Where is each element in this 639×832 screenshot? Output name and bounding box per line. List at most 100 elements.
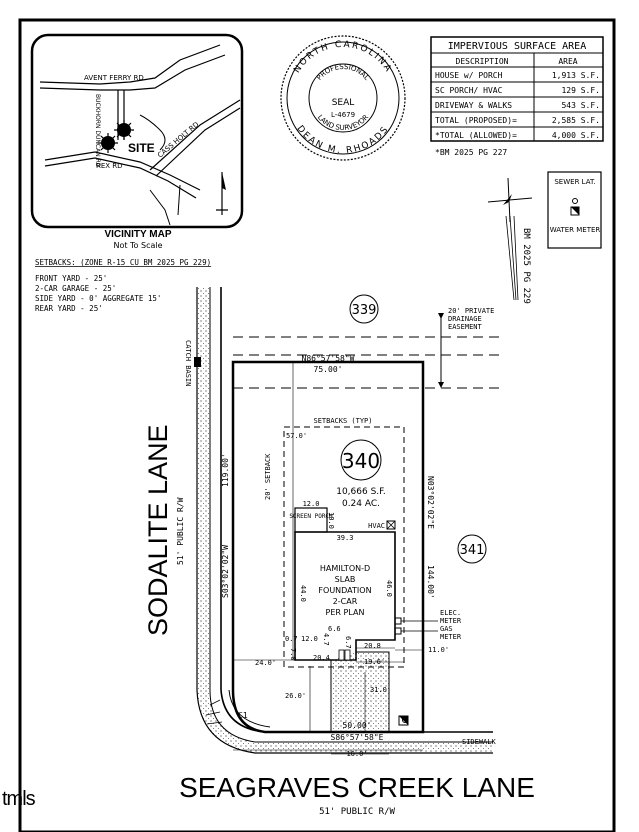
- lot-340-number: 340: [342, 449, 380, 473]
- setbacks-note: SETBACKS: (ZONE R-15 CU BM 2025 PG 229) …: [35, 258, 211, 313]
- curve-label: C1: [238, 711, 248, 720]
- dim-20-8: 20.8: [364, 642, 381, 650]
- lot-341-number: 341: [460, 543, 485, 558]
- bearing-west: S03°02'02"W: [221, 545, 230, 598]
- house-line: HAMILTON-D: [320, 564, 370, 573]
- porch-label: SCREEN PORCH: [289, 513, 333, 520]
- setback-item: SIDE YARD - 0' AGGREGATE 15': [35, 294, 161, 303]
- utility-label: GAS: [440, 625, 453, 633]
- street-sodalite: SODALITE LANE: [143, 424, 173, 636]
- easement-label: EASEMENT: [448, 323, 483, 331]
- utility-label: METER: [440, 617, 462, 625]
- sidewalk-label: SIDEWALK: [462, 738, 497, 746]
- lot-339-circle: [349, 294, 379, 324]
- watermark-logo: tmls: [2, 788, 36, 810]
- table-cell: TOTAL (PROPOSED)=: [435, 116, 517, 125]
- sodalite-rw: 51' PUBLIC R/W: [176, 497, 185, 565]
- dim-4-7: 4.7: [322, 633, 330, 646]
- impervious-table: IMPERVIOUS SURFACE AREA DESCRIPTION AREA…: [430, 36, 604, 157]
- screen-porch: [294, 507, 328, 533]
- utility-legend: SEWER LAT. WATER METER: [547, 171, 602, 249]
- sheet-border: [18, 18, 616, 832]
- setback-item: REAR YARD - 25': [35, 304, 103, 313]
- hvac-icon: [386, 520, 396, 530]
- dim-porch-w: 12.0: [303, 500, 320, 508]
- lot-area-ac: 0.24 AC.: [342, 499, 380, 509]
- dim-19-6: 19.6': [364, 658, 385, 666]
- easement-label: 20' PRIVATE: [448, 307, 494, 315]
- lot-340: SETBACKS (TYP) 340 10,666 S.F. 0.24 AC. …: [231, 360, 462, 755]
- road-label: REX RD: [96, 162, 123, 170]
- dim-side-right: 11.0': [428, 646, 449, 654]
- dim-front-left: 26.0': [285, 692, 306, 700]
- hvac-label: HVAC: [368, 522, 385, 530]
- dim-house-w: 39.3: [337, 534, 354, 542]
- dist-west: 119.00': [221, 453, 230, 487]
- dim-side-left: 24.0': [255, 659, 276, 667]
- legend-sewer: SEWER LAT.: [554, 178, 595, 186]
- dim-porch-d: 10.0: [327, 512, 335, 529]
- sewer-symbol-icon: [572, 198, 578, 204]
- table-footnote: *BM 2025 PG 227: [435, 148, 507, 157]
- bearings: N86°57'58"W 75.00' S03°02'02"W 119.00' N…: [221, 354, 435, 742]
- table-header: DESCRIPTION: [456, 57, 509, 66]
- lot-340-circle: [340, 439, 382, 481]
- dim-front-setback: 20' SETBACK: [264, 453, 272, 500]
- dim-16-0: 16.0': [346, 750, 367, 758]
- house-line: 2-CAR: [333, 597, 358, 606]
- vicinity-title: VICINITY MAP: [104, 229, 171, 240]
- dim-31-0: 31.0': [370, 686, 391, 694]
- table-cell: *TOTAL (ALLOWED)=: [435, 131, 517, 140]
- lot-339-number: 339: [352, 303, 377, 318]
- bearing-rear: N86°57'58"W: [302, 354, 355, 363]
- table-cell: 129 S.F.: [561, 86, 600, 95]
- drainage-easement: 20' PRIVATE DRAINAGE EASEMENT: [233, 307, 500, 389]
- bearing-front: S86°57'58"E: [331, 733, 384, 742]
- catch-basin-icon: [194, 357, 201, 367]
- easement-label: DRAINAGE: [448, 315, 482, 323]
- north-arrow: BM 2025 PG 229: [487, 177, 533, 304]
- dim-6-7: 6.7: [344, 636, 352, 649]
- table-title: IMPERVIOUS SURFACE AREA: [448, 41, 586, 52]
- setback-item: FRONT YARD - 25': [35, 274, 107, 283]
- seal-professional: PROFESSIONAL: [315, 63, 371, 82]
- house-line: PER PLAN: [326, 608, 365, 617]
- table-cell: DRIVEWAY & WALKS: [435, 101, 512, 110]
- dim-7-0: 7.0: [289, 648, 297, 661]
- lot-area-sf: 10,666 S.F.: [336, 487, 386, 497]
- utility-label: METER: [440, 633, 462, 641]
- house-line: FOUNDATION: [318, 586, 371, 595]
- bearing-east: N03°02'02"E: [426, 476, 435, 529]
- seal-center: SEAL: [332, 98, 355, 108]
- dist-front: 50.00': [343, 721, 372, 730]
- dimensions: 57.0' 20' SETBACK 20.8 19.6' 11.0' 24.0'…: [255, 432, 449, 758]
- setback-item: 2-CAR GARAGE - 25': [35, 284, 116, 293]
- table-cell: HOUSE w/ PORCH: [435, 71, 503, 80]
- table-cell: 543 S.F.: [561, 101, 600, 110]
- surveyor-seal: NORTH CAROLINA DEAN M. RHOADS PROFESSION…: [280, 35, 406, 161]
- road-label: BUCKHORN DUNCAN RD: [94, 94, 101, 168]
- utility-label: ELEC.: [440, 609, 461, 617]
- north-reference: BM 2025 PG 229: [521, 228, 531, 304]
- svg-text:PROFESSIONAL: PROFESSIONAL: [315, 63, 371, 82]
- setbacks-typ: SETBACKS (TYP): [313, 417, 372, 425]
- street-seagraves: SEAGRAVES CREEK LANE: [179, 772, 535, 803]
- catch-basin-label: CATCH BASIN: [184, 340, 192, 386]
- table-header: AREA: [558, 57, 577, 66]
- svg-text:SEWER LAT.: SEWER LAT.: [554, 178, 595, 186]
- setbacks-title: SETBACKS: (ZONE R-15 CU BM 2025 PG 229): [35, 258, 211, 267]
- dim-house-right: 46.0: [385, 580, 393, 597]
- table-cell: SC PORCH/ HVAC: [435, 86, 503, 95]
- dist-rear: 75.00': [314, 365, 343, 374]
- north-arrow-icon: [503, 194, 512, 205]
- table-cell: 1,913 S.F.: [552, 71, 600, 80]
- legend-water: WATER METER: [550, 226, 601, 234]
- dim-6-6: 6.6: [328, 625, 341, 633]
- dim-house-left: 44.0: [299, 585, 307, 602]
- sewer-symbol-icon: [402, 717, 408, 723]
- road-label: AVENT FERRY RD: [84, 74, 144, 82]
- dim-0-7: 0.7: [285, 635, 298, 643]
- vicinity-map: AVENT FERRY RD BUCKHORN DUNCAN RD CASS H…: [30, 33, 244, 250]
- seagraves-rw: 51' PUBLIC R/W: [319, 807, 395, 817]
